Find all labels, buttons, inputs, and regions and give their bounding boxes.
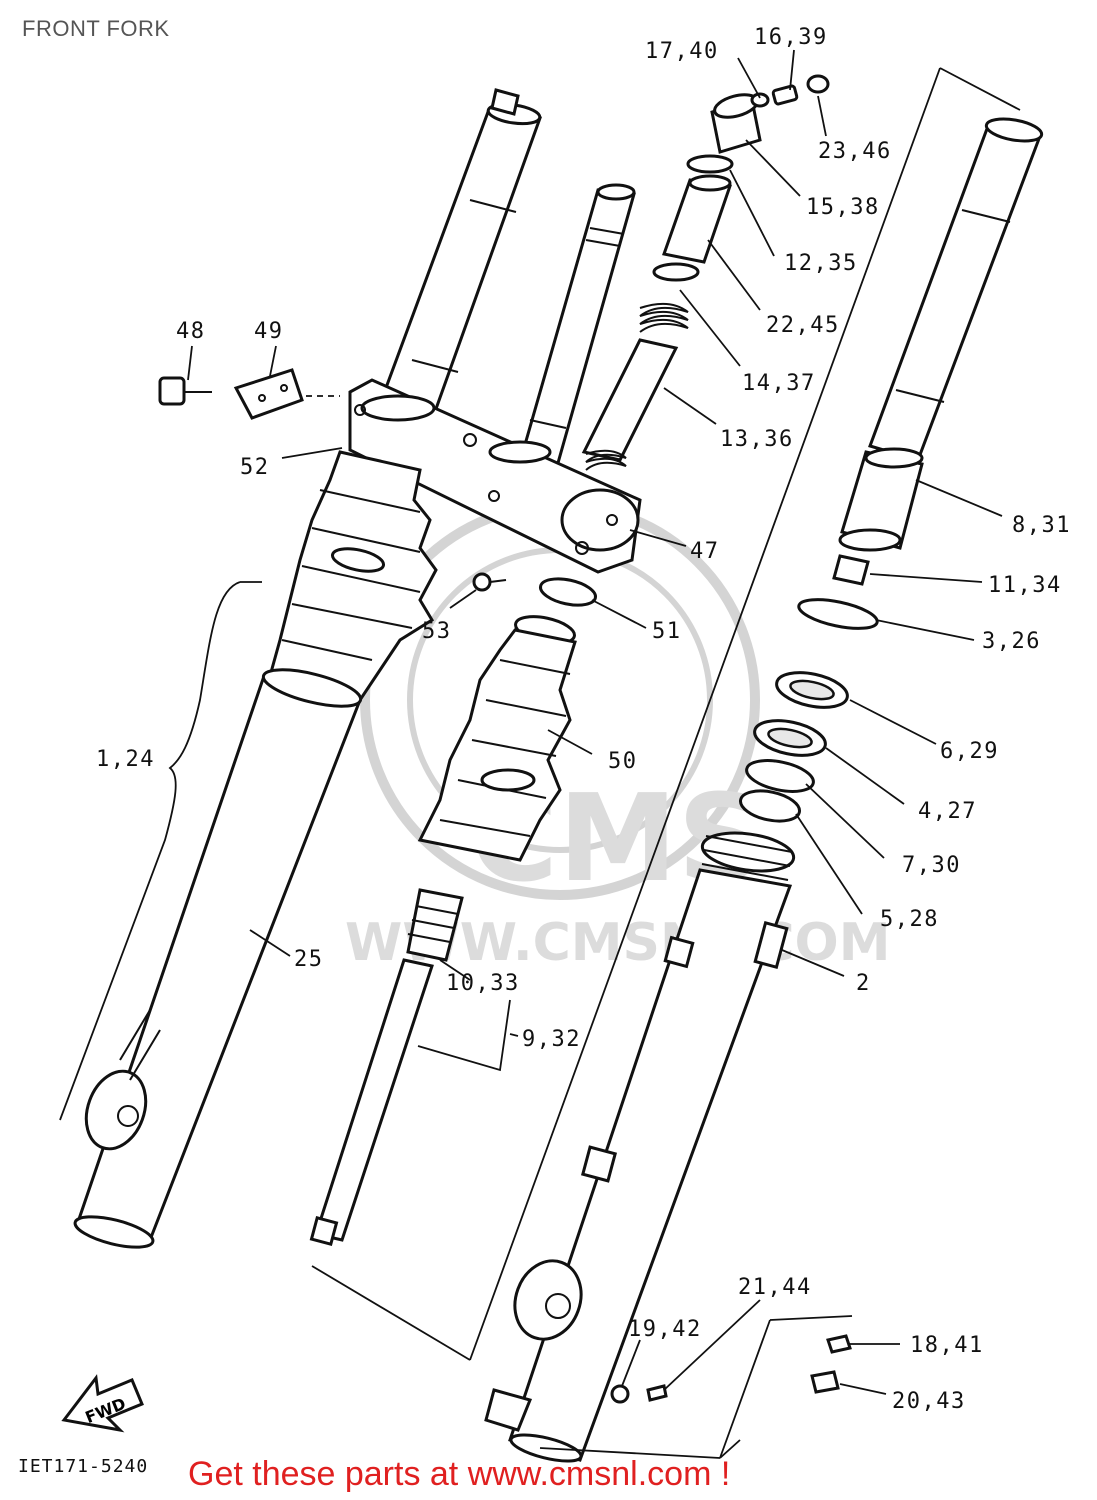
leader-lines [187, 49, 1003, 1395]
callout-9-32: 9,32 [522, 1027, 581, 1052]
left-outer-tube [73, 668, 363, 1249]
callout-3-26: 3,26 [982, 629, 1041, 654]
callout-10-33: 10,33 [446, 971, 520, 996]
reference-code: IET171-5240 [18, 1456, 148, 1477]
right-inner-tube [838, 117, 1044, 552]
under-bracket [348, 378, 642, 574]
callout-47: 47 [690, 539, 720, 564]
fwd-arrow-icon: FWD [61, 1374, 144, 1433]
fork-cap [710, 74, 830, 154]
callout-6-29: 6,29 [940, 739, 999, 764]
callout-12-35: 12,35 [784, 251, 858, 276]
damper-rod [309, 888, 464, 1247]
callout-20-43: 20,43 [892, 1389, 966, 1414]
bracket-1-24 [59, 581, 241, 1121]
seals-stack [739, 554, 879, 823]
callout-19-42: 19,42 [628, 1317, 702, 1342]
callout-4-27: 4,27 [918, 799, 977, 824]
callout-7-30: 7,30 [902, 853, 961, 878]
callout-1-24: 1,24 [96, 747, 155, 772]
o-ring [686, 154, 734, 174]
callout-8-31: 8,31 [1012, 513, 1071, 538]
callout-22-45: 22,45 [766, 313, 840, 338]
callout-52: 52 [240, 455, 270, 480]
callout-17-40: 17,40 [645, 39, 719, 64]
callout-23-46: 23,46 [818, 139, 892, 164]
callout-18-41: 18,41 [910, 1333, 984, 1358]
callout-13-36: 13,36 [720, 427, 794, 452]
callout-48: 48 [176, 319, 206, 344]
small-hardware [158, 368, 852, 1404]
callout-49: 49 [254, 319, 284, 344]
callout-16-39: 16,39 [754, 25, 828, 50]
page-title: FRONT FORK [22, 16, 170, 41]
left-inner-tube [378, 88, 543, 422]
callout-15-38: 15,38 [806, 195, 880, 220]
callout-14-37: 14,37 [742, 371, 816, 396]
callout-25: 25 [294, 947, 324, 972]
footer-link[interactable]: Get these parts at www.cmsnl.com ! [188, 1455, 731, 1493]
assembly-guides [311, 67, 1021, 1459]
inner-spring-stack [581, 154, 734, 471]
callout-51: 51 [652, 619, 682, 644]
callout-2: 2 [856, 971, 871, 996]
callout-11-34: 11,34 [988, 573, 1062, 598]
callout-labels: 17,40 16,39 23,46 15,38 12,35 22,45 14,3… [96, 25, 1071, 1414]
fork-boot-left [268, 450, 438, 702]
callout-50: 50 [608, 749, 638, 774]
callout-53: 53 [422, 619, 452, 644]
fork-boot-center [417, 615, 577, 862]
callout-21-44: 21,44 [738, 1275, 812, 1300]
callout-5-28: 5,28 [880, 907, 939, 932]
